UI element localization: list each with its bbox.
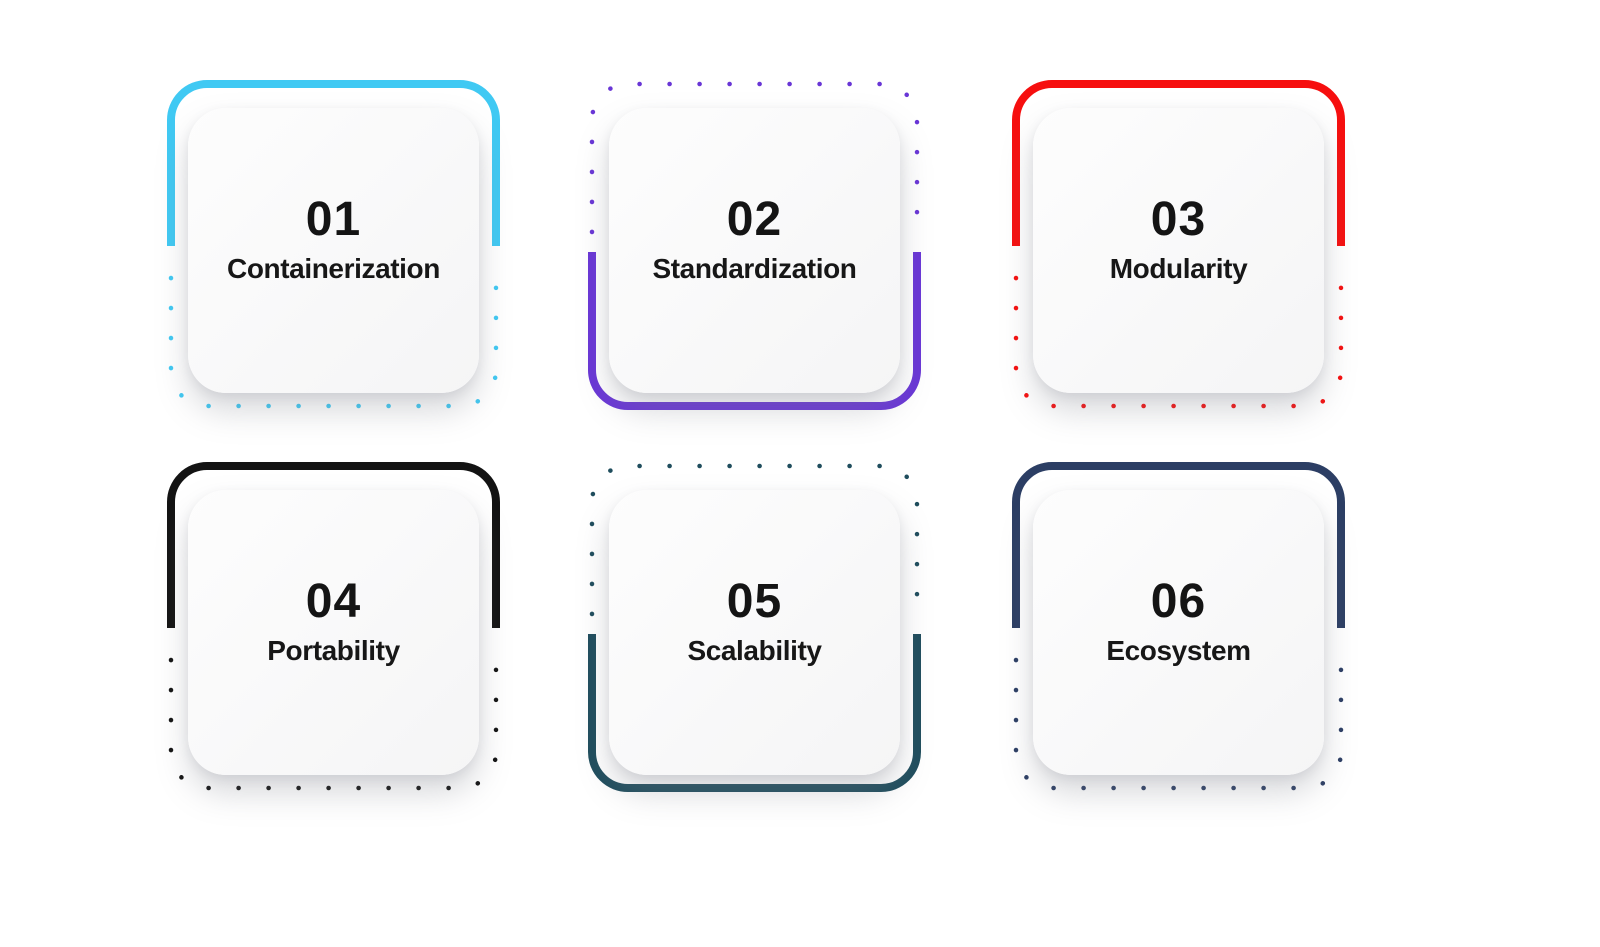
card-label: Modularity <box>1109 252 1248 284</box>
accent-border-frame <box>1012 462 1345 791</box>
feature-card-ecosystem: 06 Ecosystem <box>1012 462 1345 792</box>
feature-card-standardization: 02 Standardization <box>588 80 921 410</box>
card-number: 04 <box>305 575 362 629</box>
feature-card-containerization: 01 Containerization <box>167 80 500 410</box>
card: 02 Standardization <box>609 108 900 393</box>
card-label: Portability <box>267 634 400 666</box>
accent-border-frame <box>588 81 921 410</box>
feature-card-scalability: 05 Scalability <box>588 462 921 792</box>
accent-border-frame <box>167 462 500 791</box>
frame-solid-top <box>1012 80 1345 246</box>
feature-card-modularity: 03 Modularity <box>1012 80 1345 410</box>
card-label: Scalability <box>687 634 822 666</box>
frame-solid-bottom <box>588 634 921 792</box>
card: 01 Containerization <box>188 108 479 393</box>
card: 05 Scalability <box>609 490 900 775</box>
card-number: 03 <box>1150 193 1207 247</box>
frame-solid-top <box>167 80 500 246</box>
frame-solid-top <box>1012 462 1345 628</box>
frame-solid-top <box>167 462 500 628</box>
accent-border-frame <box>167 80 500 409</box>
card-label: Ecosystem <box>1106 634 1251 666</box>
accent-border-frame <box>588 463 921 792</box>
card-number: 01 <box>305 193 362 247</box>
card-label: Standardization <box>652 252 857 284</box>
card: 06 Ecosystem <box>1033 490 1324 775</box>
card-number: 05 <box>726 575 783 629</box>
card: 03 Modularity <box>1033 108 1324 393</box>
card: 04 Portability <box>188 490 479 775</box>
card-number: 06 <box>1150 575 1207 629</box>
accent-border-frame <box>1012 80 1345 409</box>
feature-card-portability: 04 Portability <box>167 462 500 792</box>
frame-solid-bottom <box>588 252 921 410</box>
card-number: 02 <box>726 193 783 247</box>
card-label: Containerization <box>227 252 440 284</box>
